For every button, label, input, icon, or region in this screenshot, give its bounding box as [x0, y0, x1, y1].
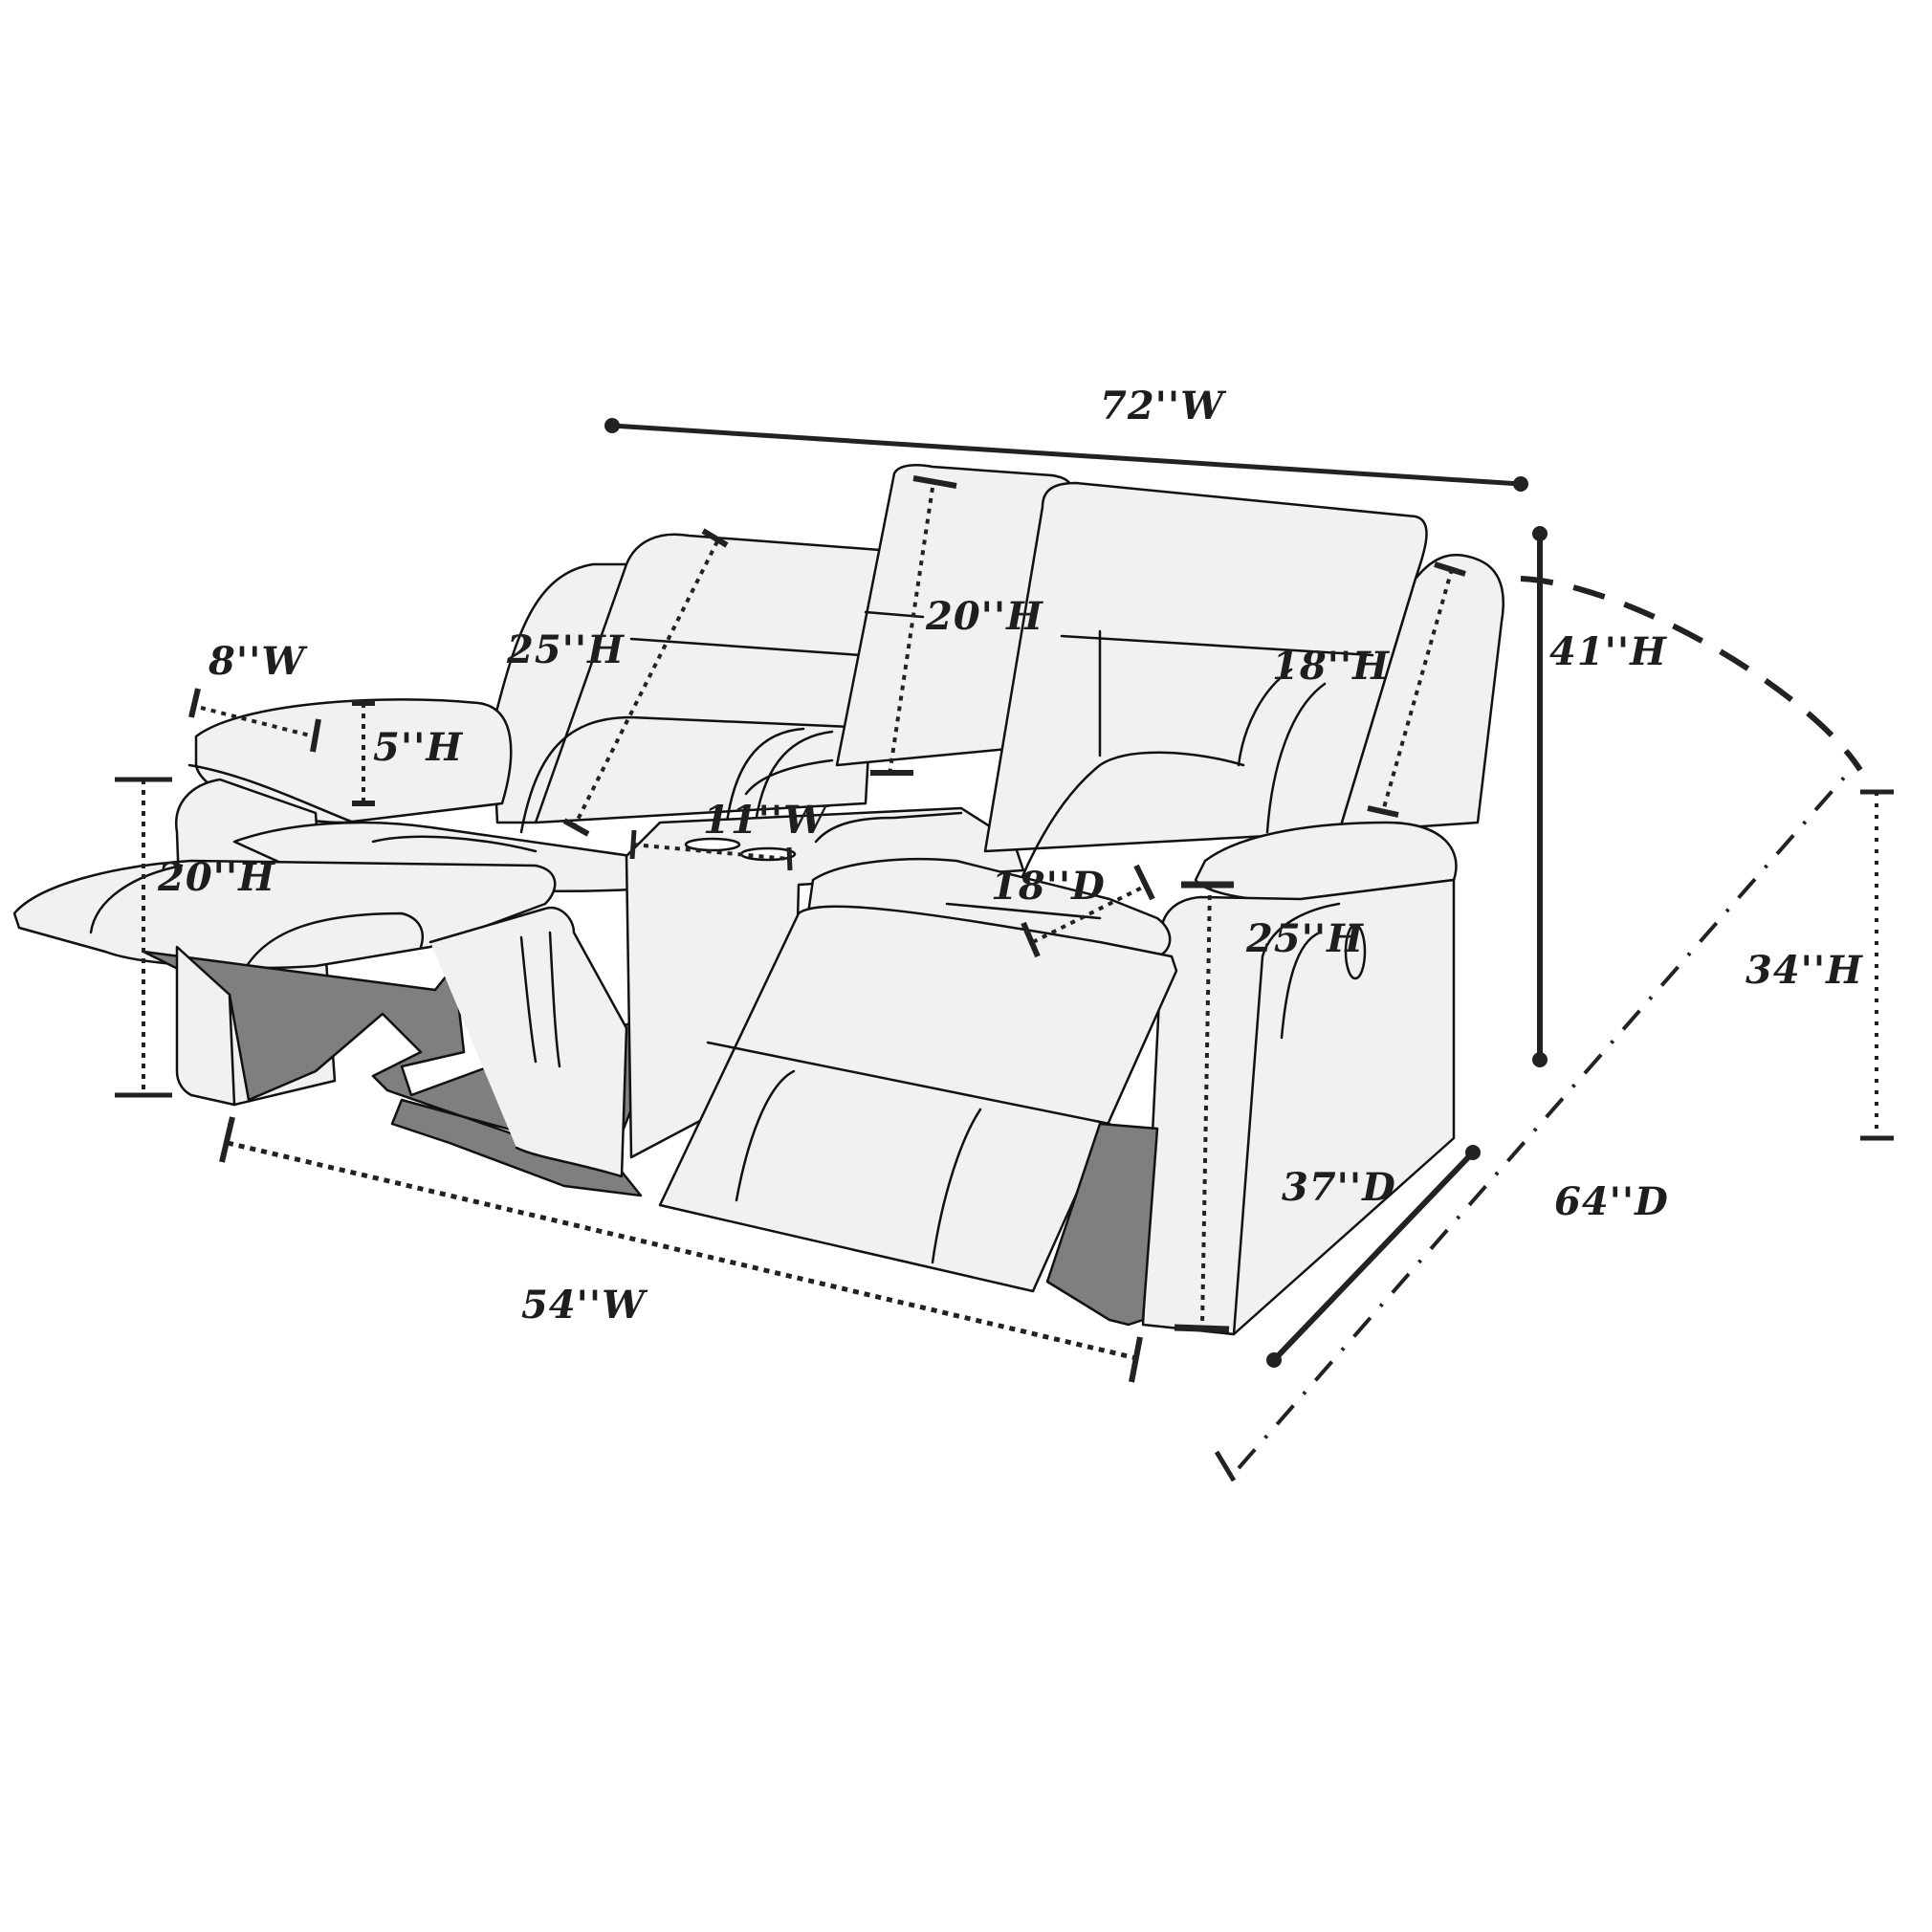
- dim-overall-width: 72''W: [1100, 384, 1225, 428]
- right-recliner-mechanism: [1045, 1122, 1159, 1327]
- dim-console-back-height: 20''H: [926, 594, 1043, 639]
- dim-arm-front-height: 25''H: [1246, 916, 1364, 961]
- right-back-wing: [1337, 553, 1504, 834]
- left-back-wing: [491, 562, 633, 824]
- dim-overall-height: 41''H: [1549, 629, 1667, 674]
- dim-seat-width: 54''W: [521, 1283, 647, 1328]
- left-side-panel: [175, 945, 236, 1107]
- dim-seat-height: 34''H: [1745, 948, 1863, 993]
- dim-arm-height: 5''H: [373, 725, 464, 770]
- dim-upright-depth: 37''D: [1282, 1165, 1396, 1210]
- dim-back-height-left: 25''H: [507, 627, 625, 672]
- left-recliner-mechanism: [142, 950, 643, 1197]
- dim-reclined-depth: 64''D: [1554, 1179, 1669, 1224]
- left-seat-base: [428, 906, 628, 1178]
- dim-footrest-height: 20''H: [158, 855, 275, 900]
- cupholder-1: [684, 837, 741, 852]
- dim-back-height-right: 18''H: [1272, 644, 1390, 689]
- right-footrest: [658, 905, 1178, 1293]
- dim-console-width: 11''W: [703, 798, 828, 843]
- dim-arm-width: 8''W: [209, 639, 306, 684]
- dim-seat-depth: 18''D: [991, 864, 1106, 909]
